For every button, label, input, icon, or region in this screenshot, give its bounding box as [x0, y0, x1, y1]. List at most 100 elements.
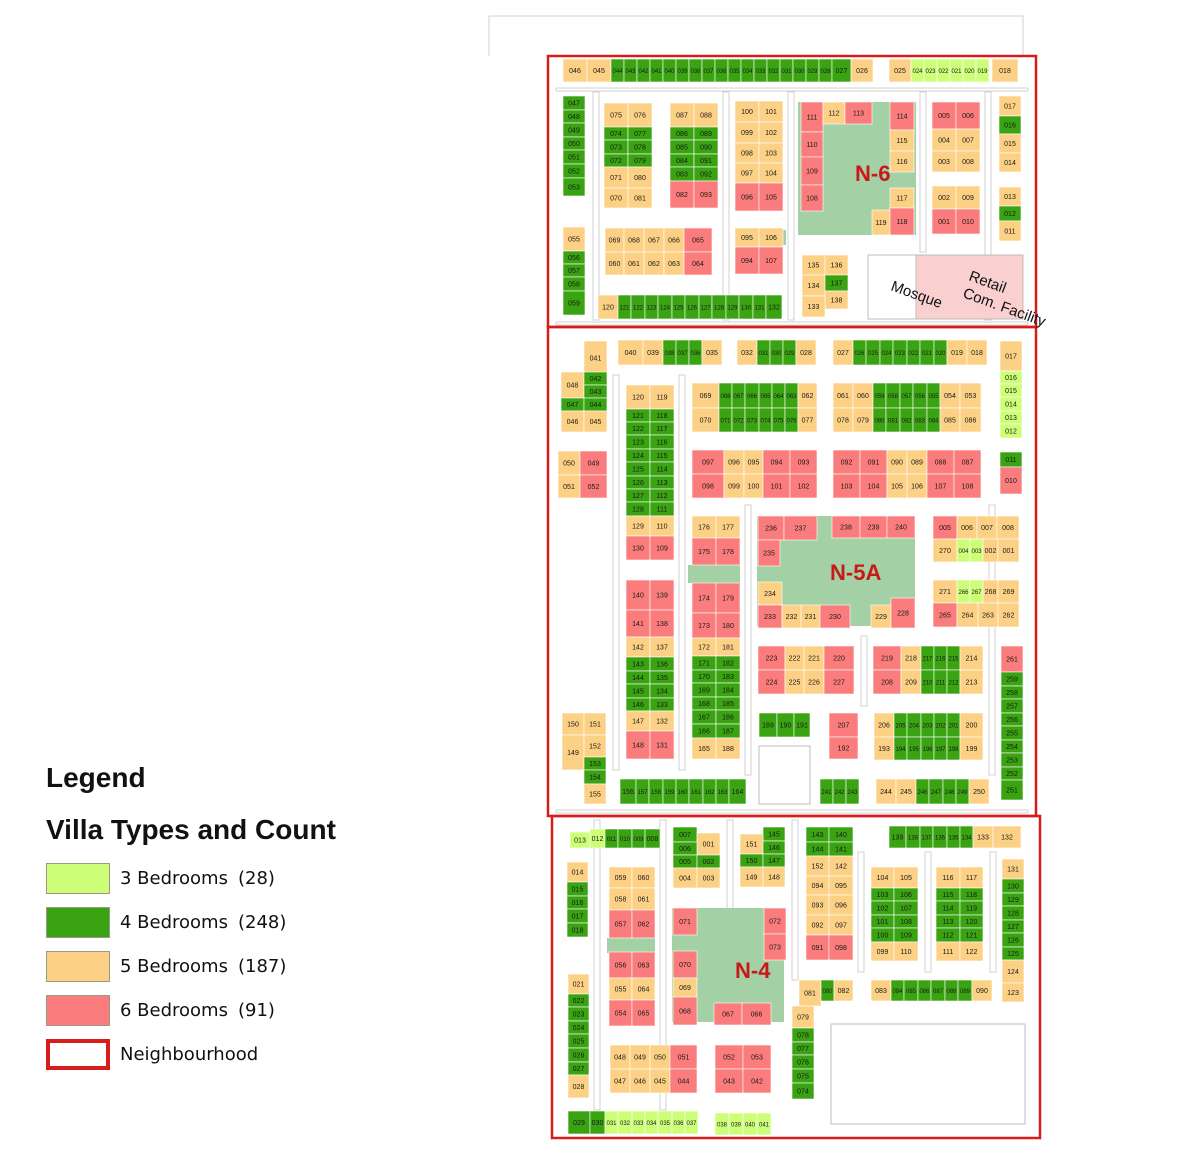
villa-plot[interactable]: 098 — [734, 142, 760, 164]
villa-plot[interactable]: 237 — [783, 515, 818, 541]
villa-plot[interactable]: 035 — [657, 1110, 673, 1135]
villa-plot[interactable]: 116 — [649, 434, 675, 450]
villa-plot[interactable]: 132 — [765, 294, 783, 320]
villa-plot[interactable]: 091 — [859, 449, 888, 475]
villa-plot[interactable]: 014 — [999, 396, 1023, 412]
villa-plot[interactable]: 149 — [739, 866, 764, 888]
villa-plot[interactable]: 079 — [627, 153, 653, 168]
villa-plot[interactable]: 038 — [714, 1112, 730, 1136]
villa-plot[interactable]: 150 — [561, 712, 585, 736]
villa-plot[interactable]: 053 — [562, 177, 586, 197]
villa-plot[interactable]: 180 — [715, 612, 741, 639]
villa-plot[interactable]: 024 — [910, 58, 925, 83]
villa-plot[interactable]: 081 — [798, 979, 822, 1007]
villa-plot[interactable]: 115 — [649, 448, 675, 463]
villa-plot[interactable]: 118 — [889, 207, 915, 236]
villa-plot[interactable]: 128 — [625, 501, 651, 517]
villa-plot[interactable]: 025 — [888, 58, 912, 83]
villa-plot[interactable]: 012 — [999, 423, 1023, 439]
villa-plot[interactable]: 030 — [769, 339, 784, 366]
villa-plot[interactable]: 012 — [998, 205, 1022, 222]
villa-plot[interactable]: 006 — [955, 101, 981, 130]
villa-plot[interactable]: 061 — [832, 382, 854, 409]
villa-plot[interactable]: 123 — [625, 434, 651, 450]
villa-plot[interactable]: 118 — [959, 887, 984, 902]
villa-plot[interactable]: 108 — [953, 473, 982, 499]
villa-plot[interactable]: 129 — [625, 515, 651, 537]
villa-plot[interactable]: 247 — [928, 778, 944, 805]
villa-plot[interactable]: 090 — [971, 979, 993, 1002]
villa-plot[interactable]: 017 — [999, 340, 1023, 372]
villa-plot[interactable]: 112 — [822, 101, 846, 125]
villa-plot[interactable]: 019 — [946, 339, 968, 366]
villa-plot[interactable]: 039 — [642, 339, 664, 366]
villa-plot[interactable]: 005 — [672, 854, 698, 869]
villa-plot[interactable]: 179 — [715, 582, 741, 614]
villa-plot[interactable]: 082 — [833, 979, 854, 1002]
villa-plot[interactable]: 261 — [1000, 645, 1024, 673]
villa-plot[interactable]: 124 — [625, 448, 651, 463]
villa-plot[interactable]: 270 — [932, 538, 958, 563]
villa-plot[interactable]: 182 — [715, 655, 741, 671]
villa-plot[interactable]: 088 — [944, 979, 959, 1002]
villa-plot[interactable]: 010 — [999, 466, 1023, 495]
villa-plot[interactable]: 015 — [999, 383, 1023, 398]
villa-plot[interactable]: 008 — [955, 150, 981, 173]
villa-plot[interactable]: 024 — [567, 1020, 590, 1035]
villa-plot[interactable]: 271 — [932, 579, 958, 604]
villa-plot[interactable]: 075 — [603, 102, 629, 128]
villa-plot[interactable]: 202 — [933, 712, 948, 738]
villa-plot[interactable]: 087 — [930, 979, 946, 1002]
villa-plot[interactable]: 096 — [828, 894, 854, 916]
villa-plot[interactable]: 038 — [688, 58, 703, 83]
villa-plot[interactable]: 113 — [935, 914, 961, 929]
villa-plot[interactable]: 085 — [669, 139, 695, 155]
villa-plot[interactable]: 188 — [715, 737, 741, 760]
villa-plot[interactable]: 041 — [583, 340, 608, 376]
villa-plot[interactable]: 063 — [663, 251, 685, 276]
villa-plot[interactable]: 127 — [625, 488, 651, 503]
villa-plot[interactable]: 051 — [669, 1044, 698, 1070]
villa-plot[interactable]: 023 — [567, 1006, 590, 1022]
villa-plot[interactable]: 103 — [870, 887, 895, 902]
villa-plot[interactable]: 142 — [625, 636, 651, 658]
villa-plot[interactable]: 070 — [603, 187, 629, 209]
villa-plot[interactable]: 203 — [920, 712, 935, 738]
villa-plot[interactable]: 095 — [743, 449, 764, 475]
villa-plot[interactable]: 047 — [560, 397, 585, 412]
villa-plot[interactable]: 111 — [800, 101, 824, 133]
villa-plot[interactable]: 034 — [644, 1110, 659, 1135]
villa-plot[interactable]: 128 — [711, 294, 727, 320]
villa-plot[interactable]: 050 — [557, 450, 581, 476]
villa-plot[interactable]: 223 — [757, 645, 786, 671]
villa-plot[interactable]: 113 — [649, 475, 675, 490]
villa-plot[interactable]: 245 — [895, 778, 917, 805]
villa-plot[interactable]: 074 — [603, 126, 629, 141]
villa-plot[interactable]: 044 — [583, 397, 608, 412]
villa-plot[interactable]: 097 — [691, 449, 725, 475]
villa-plot[interactable]: 160 — [675, 778, 690, 805]
villa-plot[interactable]: 007 — [976, 515, 998, 540]
villa-plot[interactable]: 040 — [617, 339, 644, 366]
villa-plot[interactable]: 259 — [1000, 671, 1024, 687]
villa-plot[interactable]: 207 — [828, 712, 859, 738]
villa-plot[interactable]: 112 — [649, 488, 675, 503]
villa-plot[interactable]: 085 — [903, 979, 919, 1002]
villa-plot[interactable]: 143 — [805, 826, 830, 843]
villa-plot[interactable]: 173 — [691, 612, 717, 639]
villa-plot[interactable]: 055 — [562, 226, 586, 252]
villa-plot[interactable]: 145 — [762, 826, 786, 842]
villa-plot[interactable]: 122 — [959, 941, 984, 962]
villa-plot[interactable]: 005 — [932, 515, 958, 540]
villa-plot[interactable]: 086 — [669, 126, 695, 141]
villa-plot[interactable]: 059 — [872, 382, 887, 409]
villa-plot[interactable]: 239 — [859, 515, 888, 539]
villa-plot[interactable]: 080 — [872, 407, 887, 433]
villa-plot[interactable]: 088 — [926, 449, 955, 475]
villa-plot[interactable]: 241 — [819, 778, 834, 805]
villa-plot[interactable]: 229 — [870, 604, 892, 629]
villa-plot[interactable]: 138 — [649, 609, 675, 638]
villa-plot[interactable]: 028 — [818, 58, 833, 83]
villa-plot[interactable]: 029 — [567, 1110, 591, 1135]
villa-plot[interactable]: 047 — [609, 1068, 631, 1094]
